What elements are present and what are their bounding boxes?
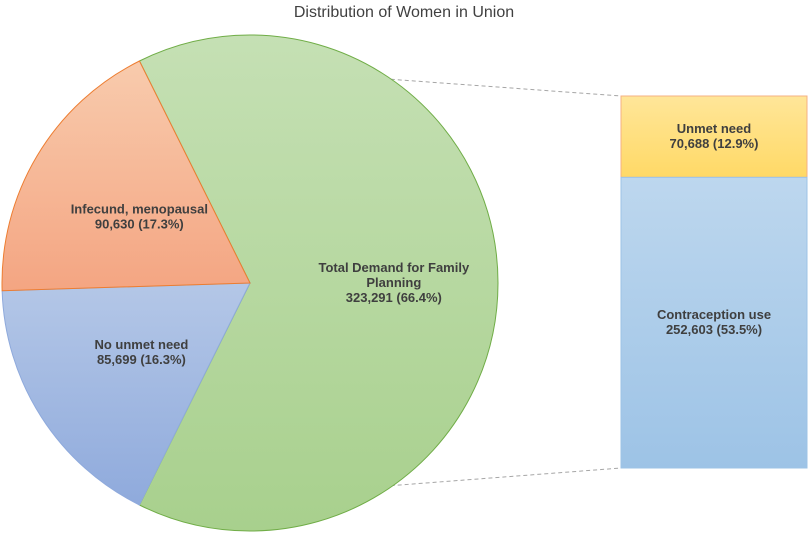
pie-label-no-unmet-need-line-1: 85,699 (16.3%) [97, 352, 186, 367]
pie-label-no-unmet-need-line-0: No unmet need [94, 337, 188, 352]
bar-label-contraception-use-line-1: 252,603 (53.5%) [666, 322, 762, 337]
pie-label-infecund-menopausal-line-0: Infecund, menopausal [71, 201, 208, 216]
bar-segment-contraception-use [620, 176, 808, 469]
bar-label-unmet-need-line-1: 70,688 (12.9%) [670, 136, 759, 151]
pie-label-total-demand-for-family-line-0: Total Demand for Family [318, 260, 469, 275]
bar-segment-unmet-need [620, 95, 808, 178]
pie-slice-total-demand-for-family [138, 34, 499, 532]
stacked-bar [620, 95, 808, 469]
bar-label-unmet-need-line-0: Unmet need [677, 121, 751, 136]
pie [1, 34, 499, 532]
bar-label-contraception-use-line-0: Contraception use [657, 307, 771, 322]
pie-label-infecund-menopausal-line-1: 90,630 (17.3%) [95, 216, 184, 231]
chart-title: Distribution of Women in Union [294, 4, 514, 21]
pie-label-total-demand-for-family-line-1: Planning [366, 275, 421, 290]
pie-slice-no-unmet-need [1, 282, 251, 506]
pie-slice-infecund-menopausal [1, 60, 251, 292]
pie-label-total-demand-for-family-line-2: 323,291 (66.4%) [346, 290, 442, 305]
